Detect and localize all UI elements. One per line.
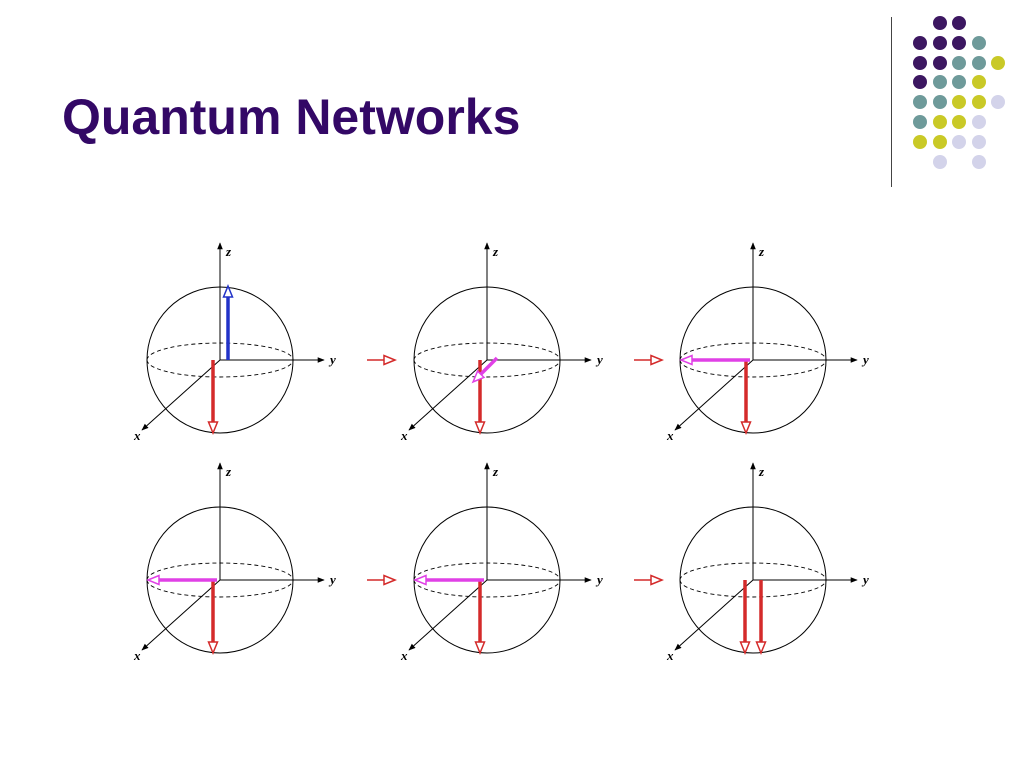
decorative-dot <box>913 115 927 129</box>
decorative-dot <box>913 95 927 110</box>
bloch-sphere-panel: z y x <box>666 462 869 663</box>
z-axis-label: z <box>758 464 765 479</box>
z-axis-label: z <box>225 244 232 259</box>
field-arrow <box>474 360 486 435</box>
equator-front <box>413 579 561 598</box>
decorative-dot <box>932 134 947 149</box>
decorative-dot <box>971 154 986 169</box>
x-axis-label: x <box>666 648 674 663</box>
equator-front <box>146 579 294 598</box>
spin-arrow <box>679 354 750 366</box>
spin-up-arrow <box>222 284 234 360</box>
x-axis-label: x <box>666 428 674 443</box>
spin-arrow <box>146 574 217 586</box>
decorative-dot <box>952 134 966 149</box>
spin-down-arrow <box>755 580 767 655</box>
bloch-sphere-panel: z y x <box>666 242 869 443</box>
decorative-dot <box>991 95 1005 110</box>
bloch-sphere-panel: z y x <box>400 242 603 443</box>
transition-arrow <box>634 354 664 366</box>
y-axis-label: y <box>595 572 603 587</box>
x-axis-label: x <box>400 428 408 443</box>
field-arrow <box>207 360 219 435</box>
x-axis-label: x <box>133 648 141 663</box>
decorative-dot <box>932 35 947 50</box>
x-axis <box>408 359 488 431</box>
x-axis-label: x <box>133 428 141 443</box>
equator-front <box>679 579 827 598</box>
decorative-dot-grid <box>0 0 1024 200</box>
decorative-dot <box>932 115 947 129</box>
transition-arrow <box>367 574 397 586</box>
spin-arrow <box>471 356 499 384</box>
field-arrow <box>474 580 486 655</box>
field-arrow <box>207 580 219 655</box>
transition-arrow <box>367 354 397 366</box>
field-arrow <box>740 360 752 435</box>
z-axis-label: z <box>758 244 765 259</box>
bloch-sphere-panel: z y x <box>400 462 603 663</box>
y-axis-label: y <box>328 572 336 587</box>
y-axis-label: y <box>861 572 869 587</box>
spin-arrow <box>413 574 484 586</box>
y-axis-label: y <box>595 352 603 367</box>
bloch-sphere-panel: z y x <box>133 462 336 663</box>
y-axis-label: y <box>328 352 336 367</box>
decorative-dot <box>952 115 966 129</box>
x-axis <box>141 579 221 651</box>
decorative-dot <box>952 35 966 50</box>
bloch-sphere-panel: z y x <box>133 242 336 443</box>
decorative-dot <box>932 75 947 90</box>
transition-arrow <box>634 574 664 586</box>
decorative-dot <box>913 35 927 50</box>
x-axis <box>674 579 754 651</box>
decorative-dot <box>952 75 966 90</box>
x-axis <box>141 359 221 431</box>
x-axis <box>674 359 754 431</box>
decorative-dot <box>971 134 986 149</box>
decorative-dot <box>932 55 947 70</box>
decorative-dot <box>913 134 927 149</box>
decorative-dot <box>952 55 966 70</box>
x-axis <box>408 579 488 651</box>
slide-title: Quantum Networks <box>62 89 521 145</box>
decorative-dot <box>932 16 947 30</box>
z-axis-label: z <box>225 464 232 479</box>
decorative-dot <box>971 95 986 110</box>
z-axis-label: z <box>492 244 499 259</box>
equator-front <box>413 359 561 378</box>
y-axis-label: y <box>861 352 869 367</box>
decorative-dot <box>971 35 986 50</box>
decorative-dot <box>913 55 927 70</box>
decorative-dot <box>932 95 947 110</box>
decorative-dot <box>932 154 947 169</box>
title-divider <box>891 17 892 187</box>
decorative-dot <box>971 55 986 70</box>
equator-front <box>146 359 294 378</box>
decorative-dot <box>971 115 986 129</box>
decorative-dot <box>971 75 986 90</box>
decorative-dot <box>991 55 1005 70</box>
decorative-dot <box>913 75 927 90</box>
decorative-dot <box>952 16 966 30</box>
equator-front <box>679 359 827 378</box>
x-axis-label: x <box>400 648 408 663</box>
z-axis-label: z <box>492 464 499 479</box>
spin-down-arrow <box>739 580 751 655</box>
decorative-dot <box>952 95 966 110</box>
